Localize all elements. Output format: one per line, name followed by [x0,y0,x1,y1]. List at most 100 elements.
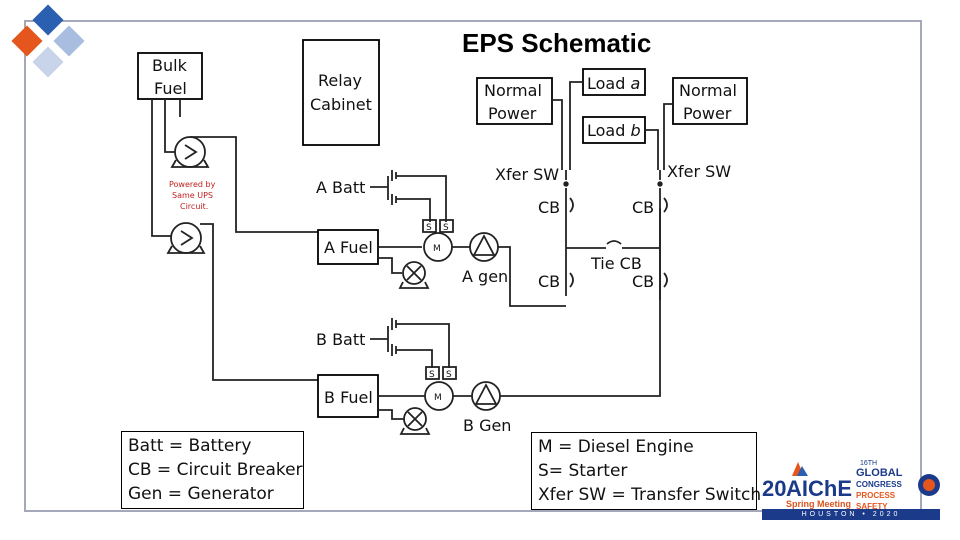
pump-note-3: Circuit. [180,202,208,211]
cb-upper-left-icon [569,197,574,213]
starter-b1 [425,366,440,380]
normal-power-right-box [672,77,748,125]
fuel-pump-upper-arrow [184,144,198,160]
a-batt-to-starters [396,175,447,222]
bulk-fuel-label-1: Bulk [152,56,188,75]
starter-a1-label: S [426,223,432,233]
load-a-feed [569,81,583,170]
load-a-box [582,68,646,96]
page-title: EPS Schematic [462,28,652,58]
normal-power-left-feed [552,99,563,170]
logo-city: HOUSTON • 2020 [762,509,940,520]
starter-b1-label: S [429,370,435,380]
a-fuel-label: A Fuel [324,238,373,257]
b-fuel-box [317,374,379,418]
generator-a-symbol [472,234,496,256]
xfer-sw-left-contact [563,181,569,187]
starter-a1 [422,219,437,233]
fuel-pump-lower-arrow [180,230,194,246]
fuel-pump-a-icon [402,261,426,285]
a-gen-output [498,246,566,307]
generator-b-symbol [474,383,498,405]
fuel-pump-b-icon [403,407,427,431]
starter-a2 [439,219,454,233]
legend-item: Xfer SW = Transfer Switch [538,485,762,505]
fuel-pump-upper-base [170,159,210,168]
b-fuel-to-pump [378,409,404,420]
a-gen-label: A gen [462,267,508,286]
legend-item: Gen = Generator [128,484,274,504]
relay-cabinet-label-1: Relay [318,71,362,90]
fuel-pump-a-base [398,281,430,289]
b-gen-output [500,208,661,397]
pump-note-2: Same UPS [172,191,213,200]
normal-power-left-box [476,77,553,125]
b-batt-to-starters [396,323,450,368]
relay-cabinet-box [302,39,380,146]
logo-congress: GLOBAL CONGRESS PROCESS SAFETY [856,467,903,512]
b-fuel-label: B Fuel [324,388,373,407]
a-fuel-to-pump [378,257,402,274]
load-b-feed [645,129,659,170]
battery-a-icon [391,170,397,205]
load-a-label: Load a [587,74,640,93]
engine-a-label: M [433,244,441,254]
aiche-spring-meeting-logo: 20 AIChE Spring Meeting 16TH GLOBAL CONG… [760,458,942,520]
xfer-sw-left-label: Xfer SW [495,165,559,184]
cb-upper-right-icon [663,197,668,213]
tie-cb-label: Tie CB [590,254,642,273]
fuel-pump-a-x [406,265,422,281]
normal-power-left-label-1: Normal [484,81,542,100]
starter-b2 [442,366,457,380]
fuel-pump-upper-icon [174,136,206,168]
starter-b2-label: S [446,370,452,380]
fuel-pump-b-x [407,411,423,427]
logo-event: Spring Meeting [786,499,851,509]
corner-diamonds-logo [11,4,85,78]
normal-power-right-feed [663,103,673,170]
logo-number: 20 [762,476,787,501]
legend-item: CB = Circuit Breaker [128,460,303,480]
b-gen-label: B Gen [463,416,511,435]
battery-b-icon [391,318,397,356]
logo-edition: 16TH [860,460,878,467]
cb-lower-left-icon [569,272,574,288]
fuel-line-upper-pump [164,99,175,153]
fuel-pump-b-base [399,427,431,435]
bulk-fuel-label-2: Fuel [154,79,187,98]
diamond-bottom [32,46,64,78]
legend-symbols: M = Diesel Engine S= Starter Xfer SW = T… [531,432,762,510]
legend-item: M = Diesel Engine [538,437,694,457]
normal-power-left-label-2: Power [488,104,537,123]
starter-a2-label: S [443,223,449,233]
legend-item: S= Starter [538,461,628,481]
cb-lower-left-label: CB [538,272,560,291]
load-b-label: Load b [587,121,641,140]
congress-seal-icon [918,474,940,496]
legend-item: Batt = Battery [128,436,252,456]
flame-icon [792,462,808,476]
legend-abbreviations: Batt = Battery CB = Circuit Breaker Gen … [121,431,304,509]
fuel-pump-lower-base [166,245,206,254]
engine-b-label: M [434,393,442,403]
xfer-sw-right-label: Xfer SW [667,162,731,181]
xfer-sw-right-contact [657,181,663,187]
fuel-line-lower-pump [151,99,172,237]
fuel-pump-lower-icon [170,222,202,254]
cb-lower-right-icon [663,272,668,288]
bulk-fuel-box [137,52,203,100]
tie-cb-icon [606,240,622,245]
fuel-line-to-a-fuel [190,136,318,233]
b-batt-label: B Batt [316,330,365,349]
normal-power-right-label-1: Normal [679,81,737,100]
fuel-line-to-b-fuel [200,223,318,381]
relay-cabinet-label-2: Cabinet [310,95,372,114]
cb-lower-right-label: CB [632,272,654,291]
normal-power-right-label-2: Power [683,104,732,123]
cb-upper-right-label: CB [632,198,654,217]
pump-note-1: Powered by [169,180,216,189]
cb-upper-left-label: CB [538,198,560,217]
logo-org: AIChE [786,476,852,501]
slide-frame [24,20,922,512]
